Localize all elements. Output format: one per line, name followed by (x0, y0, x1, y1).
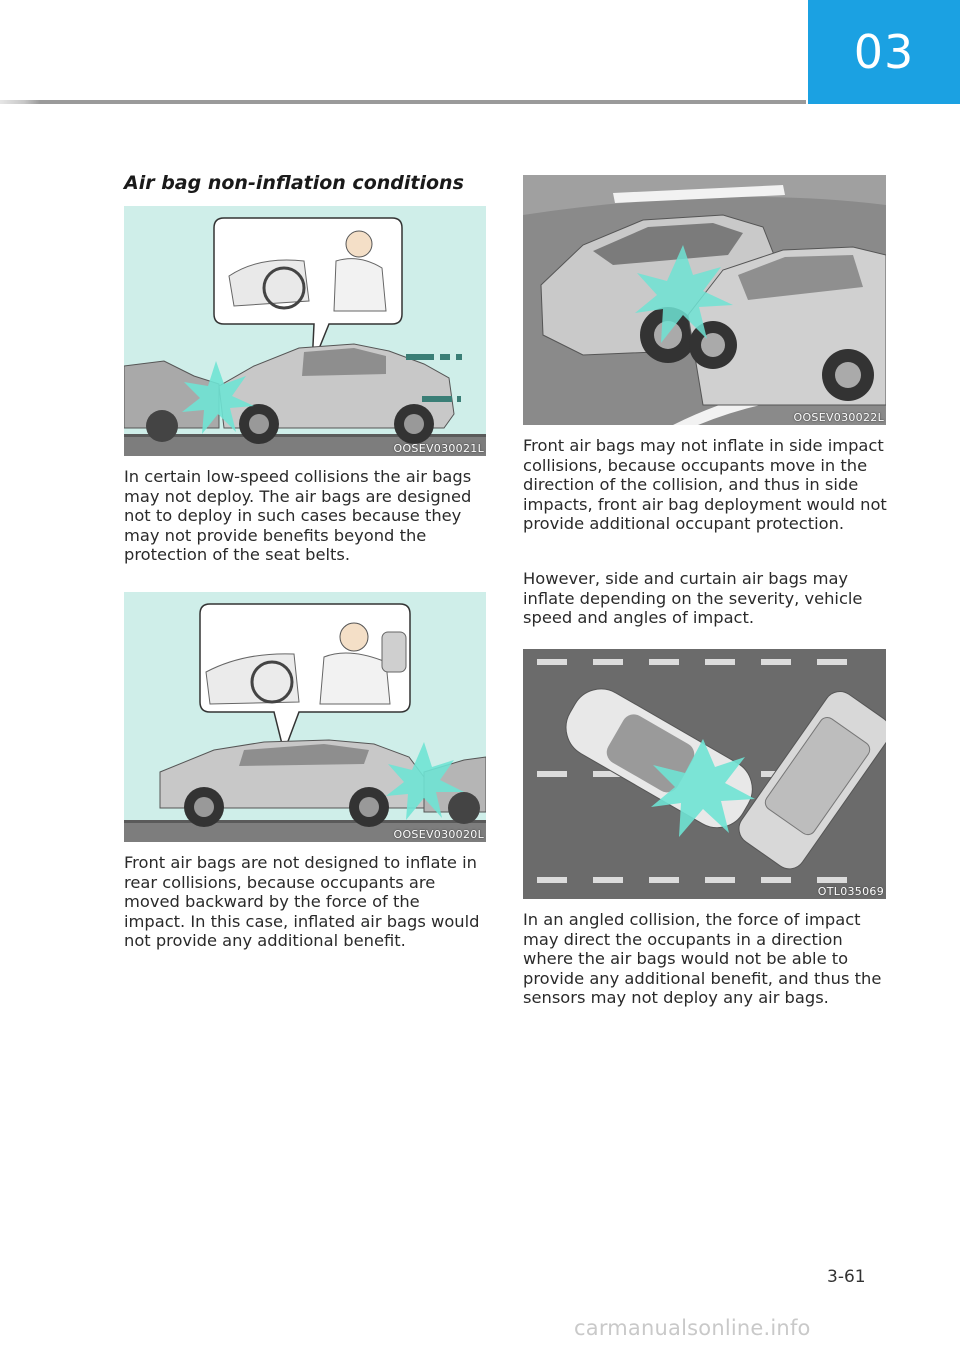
figure-code: OOSEV030021L (393, 442, 484, 455)
figure-code: OTL035069 (817, 885, 884, 898)
paragraph-side-impact: Front air bags may not inflate in side i… (523, 436, 887, 533)
footer-watermark: carmanualsonline.info (574, 1316, 811, 1340)
section-title: Air bag non-inflation conditions (124, 172, 464, 194)
header-rule (0, 100, 806, 104)
side-impact-illustration (523, 175, 886, 425)
paragraph-low-speed: In certain low-speed collisions the air … (124, 467, 472, 564)
figure-code: OOSEV030020L (393, 828, 484, 841)
rear-collision-illustration (124, 592, 486, 842)
paragraph-side-curtain: However, side and curtain air bags may i… (523, 569, 863, 627)
page-number: 3-61 (827, 1267, 866, 1287)
low-speed-collision-illustration (124, 206, 486, 456)
figure-code: OOSEV030022L (793, 411, 884, 424)
paragraph-angled-collision: In an angled collision, the force of imp… (523, 910, 882, 1007)
figure-side-impact: OOSEV030022L (523, 175, 886, 425)
paragraph-rear-collision: Front air bags are not designed to infla… (124, 853, 480, 950)
figure-angled-collision: OTL035069 (523, 649, 886, 899)
angled-collision-illustration (523, 649, 886, 899)
chapter-tab: 03 (808, 0, 960, 104)
figure-low-speed-collision: OOSEV030021L (124, 206, 486, 456)
figure-rear-collision: OOSEV030020L (124, 592, 486, 842)
